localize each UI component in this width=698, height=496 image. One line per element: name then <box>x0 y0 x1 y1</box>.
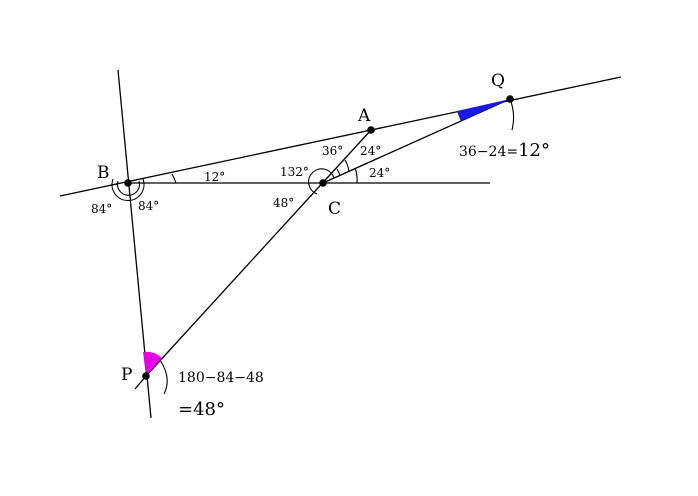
angle-label-c-lower-left: 48° <box>273 196 294 210</box>
angle-c-right-arc <box>354 167 358 184</box>
line-cq <box>322 98 511 184</box>
angle-label-c-a-right: 24° <box>360 144 381 158</box>
angle-label-b-top: 12° <box>204 170 225 184</box>
angle-q-exterior-arc <box>509 98 515 131</box>
angle-b-arc-outer <box>111 178 145 202</box>
angle-label-c-a-left: 36° <box>322 144 343 158</box>
line-pa <box>145 129 372 377</box>
point-a <box>367 126 375 134</box>
label-a: A <box>357 106 371 126</box>
note-p-value: =48° <box>178 399 225 420</box>
angle-c-upper-arc <box>336 168 341 177</box>
angle-label-b-right: 84° <box>138 199 159 213</box>
angle-label-c-upper-left: 132° <box>280 165 309 179</box>
point-c <box>319 179 327 187</box>
label-q: Q <box>491 71 505 91</box>
angle-b-top-arc <box>171 173 177 184</box>
line-bq <box>59 76 622 197</box>
point-p <box>142 372 150 380</box>
angle-c-left-arc <box>308 168 335 195</box>
point-q <box>506 95 514 103</box>
note-q-expression: 36−24=12° <box>459 140 550 161</box>
angle-b-arc-inner <box>116 180 141 196</box>
angle-q-marker <box>457 99 510 121</box>
note-p-expression: 180−84−48 <box>178 370 264 386</box>
label-p: P <box>121 365 132 385</box>
angle-c-mid-arc <box>344 159 350 173</box>
angle-p-exterior-arc <box>159 359 168 395</box>
angle-p-marker <box>143 351 162 376</box>
angle-label-c-right: 24° <box>369 166 390 180</box>
angle-label-b-left: 84° <box>91 202 112 216</box>
point-b <box>124 179 132 187</box>
label-b: B <box>97 163 110 183</box>
note-q-value: 12° <box>518 140 550 161</box>
label-c: C <box>328 199 341 219</box>
